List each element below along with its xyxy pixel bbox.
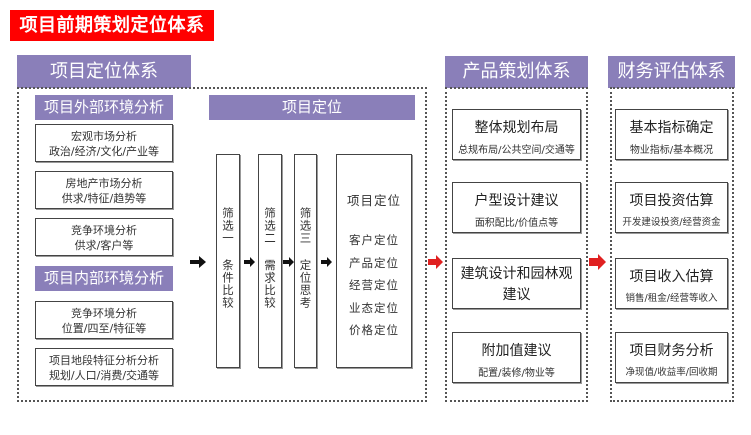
external-card-realestate: 房地产市场分析 供求/特征/趋势等 — [35, 171, 173, 209]
card-title: 基本指标确定 — [629, 120, 714, 136]
filter-name: 需求比较 — [263, 258, 277, 309]
external-analysis-header: 项目外部环境分析 — [35, 95, 173, 120]
result-item: 业态定位 — [349, 300, 399, 315]
product-card-unit-design: 户型设计建议 面积配比/价值点等 — [452, 182, 581, 233]
filter-step: 筛选二 — [263, 207, 277, 245]
card-title: 宏观市场分析 — [71, 130, 137, 143]
card-title: 竞争环境分析 — [71, 307, 137, 320]
card-detail: 供求/客户等 — [74, 239, 134, 252]
card-title: 建筑设计和园林观建议 — [460, 266, 573, 303]
internal-analysis-header: 项目内部环境分析 — [35, 266, 173, 291]
card-detail: 开发建设投资/经营资金 — [622, 217, 721, 228]
arrow-right-icon — [244, 257, 255, 267]
product-system-container — [445, 87, 588, 402]
filter-column-1: 筛选一 条件比较 — [216, 154, 240, 368]
card-detail: 净现值/收益率/回收期 — [625, 367, 718, 378]
arrow-right-red-icon — [589, 254, 606, 270]
product-card-architecture: 建筑设计和园林观建议 — [452, 258, 581, 309]
result-item: 价格定位 — [349, 323, 399, 337]
filter-column-3: 筛选三 定位思考 — [294, 154, 317, 368]
finance-card-analysis: 项目财务分析 净现值/收益率/回收期 — [615, 332, 728, 383]
page-title: 项目前期策划定位体系 — [10, 10, 214, 41]
result-item: 客户定位 — [349, 233, 399, 247]
external-card-competition: 竞争环境分析 供求/客户等 — [35, 218, 173, 256]
card-detail: 配置/装修/物业等 — [478, 368, 555, 379]
card-title: 户型设计建议 — [474, 193, 559, 209]
arrow-right-icon — [321, 257, 332, 267]
card-detail: 政治/经济/文化/产业等 — [48, 145, 160, 158]
filter-step: 筛选一 — [221, 207, 235, 245]
card-title: 项目投资估算 — [629, 193, 714, 209]
filter-column-2: 筛选二 需求比较 — [258, 154, 282, 368]
card-title: 整体规划布局 — [474, 120, 559, 136]
result-title: 项目定位 — [346, 193, 401, 208]
external-card-macro: 宏观市场分析 政治/经济/文化/产业等 — [35, 124, 173, 162]
card-title: 附加值建议 — [481, 343, 552, 359]
card-title: 竞争环境分析 — [71, 224, 137, 237]
product-card-value-added: 附加值建议 配置/装修/物业等 — [452, 332, 581, 383]
card-detail: 位置/四至/特征等 — [61, 322, 147, 335]
card-detail: 供求/特征/趋势等 — [61, 192, 147, 205]
card-title: 项目收入估算 — [629, 269, 714, 285]
filter-name: 条件比较 — [221, 258, 235, 309]
card-detail: 总规布局/公共空间/交通等 — [458, 145, 575, 156]
finance-card-revenue: 项目收入估算 销售/租金/经营等收入 — [615, 258, 728, 309]
card-detail: 销售/租金/经营等收入 — [625, 293, 718, 304]
card-title: 项目财务分析 — [629, 343, 714, 359]
product-card-planning: 整体规划布局 总规布局/公共空间/交通等 — [452, 109, 581, 160]
arrow-right-red-icon — [428, 255, 443, 269]
internal-card-competition: 竞争环境分析 位置/四至/特征等 — [35, 301, 173, 339]
product-system-header: 产品策划体系 — [445, 56, 588, 88]
positioning-header: 项目定位 — [209, 95, 415, 120]
result-item: 经营定位 — [349, 278, 399, 292]
positioning-result-card: 项目定位 客户定位 产品定位 经营定位 业态定位 价格定位 — [336, 154, 412, 368]
card-detail: 面积配比/价值点等 — [474, 218, 559, 229]
filter-step: 筛选三 — [298, 207, 313, 245]
arrow-right-icon — [190, 256, 206, 268]
finance-system-header: 财务评估体系 — [608, 56, 735, 88]
finance-system-container — [610, 87, 734, 402]
arrow-right-icon — [283, 257, 294, 267]
internal-card-site: 项目地段特征分析分析 规划/人口/消费/交通等 — [35, 348, 173, 386]
result-item: 产品定位 — [349, 255, 399, 270]
positioning-system-header: 项目定位体系 — [17, 55, 191, 88]
card-detail: 规划/人口/消费/交通等 — [48, 369, 160, 382]
finance-card-indicators: 基本指标确定 物业指标/基本概况 — [615, 109, 728, 160]
card-title: 项目地段特征分析分析 — [49, 354, 159, 367]
finance-card-investment: 项目投资估算 开发建设投资/经营资金 — [615, 182, 728, 233]
card-detail: 物业指标/基本概况 — [629, 145, 714, 156]
filter-name: 定位思考 — [298, 258, 313, 309]
card-title: 房地产市场分析 — [65, 177, 143, 190]
positioning-system-container — [17, 87, 427, 402]
